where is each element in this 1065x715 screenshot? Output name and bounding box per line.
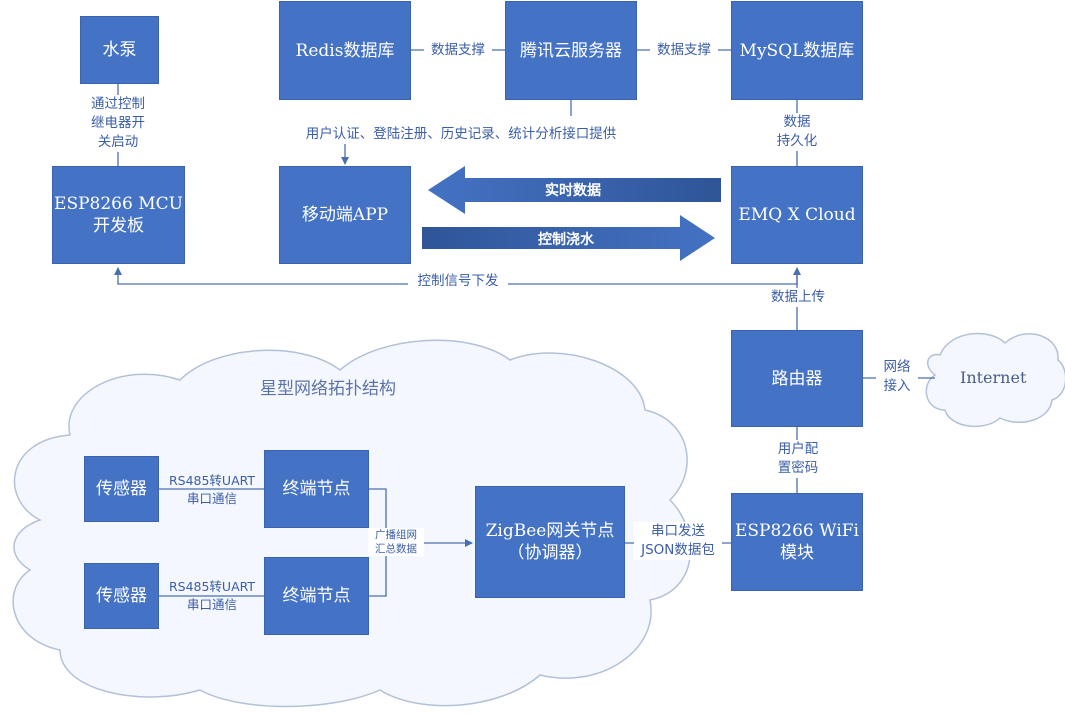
sensor-node-2: 传感器 [84, 563, 159, 629]
services-label: 用户认证、登陆注册、历史记录、统计分析接口提供 [272, 125, 650, 144]
internet-cloud [925, 332, 1065, 428]
control-signal-label: 控制信号下发 [408, 272, 508, 291]
redis-support-label: 数据支撑 [424, 41, 492, 60]
zigbee-gateway-node: ZigBee网关节点 （协调器） [475, 486, 625, 598]
mysql-support-label: 数据支撑 [650, 41, 718, 60]
terminal-node-1: 终端节点 [264, 450, 369, 528]
router-node: 路由器 [731, 330, 863, 427]
redis-node: Redis数据库 [279, 1, 411, 100]
sensor-node-1: 传感器 [84, 456, 159, 522]
rs485-label-2: RS485转UART 串口通信 [168, 579, 256, 612]
pump-node: 水泵 [80, 16, 159, 84]
terminal-node-2: 终端节点 [264, 557, 369, 635]
relay-label: 通过控制 继电器开 关启动 [82, 95, 154, 152]
network-access-label: 网络 接入 [876, 358, 918, 396]
mysql-node: MySQL数据库 [731, 1, 863, 100]
realtime-data-label: 实时数据 [545, 183, 601, 199]
mobile-app-node: 移动端APP [279, 166, 411, 264]
user-config-label: 用户配 置密码 [770, 440, 826, 478]
persist-label: 数据 持久化 [770, 113, 824, 151]
wifi-module-node: ESP8266 WiFi 模块 [731, 493, 863, 591]
serial-json-label: 串口发送 JSON数据包 [634, 522, 722, 560]
upload-label: 数据上传 [763, 288, 833, 307]
broadcast-label: 广播组网 汇总数据 [368, 528, 424, 556]
emq-cloud-node: EMQ X Cloud [731, 166, 863, 264]
internet-label: Internet [960, 368, 1027, 387]
realtime-data-arrow [428, 166, 721, 214]
control-watering-label: 控制浇水 [538, 232, 594, 248]
rs485-label-1: RS485转UART 串口通信 [168, 473, 256, 506]
mcu-node: ESP8266 MCU 开发板 [52, 166, 185, 264]
control-watering-arrow [422, 215, 715, 261]
star-topology-title: 星型网络拓扑结构 [260, 379, 396, 399]
tencent-server-node: 腾讯云服务器 [505, 1, 637, 100]
